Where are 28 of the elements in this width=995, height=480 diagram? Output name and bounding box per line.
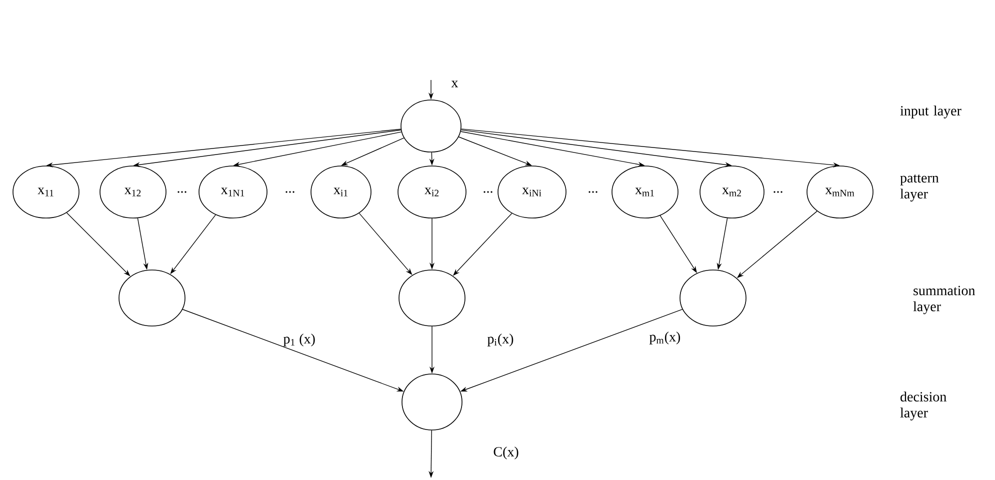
edge-label: x xyxy=(451,80,458,88)
edge-label: p$_{i}$(x) xyxy=(487,334,514,346)
pattern-node: x$_{iNi}$ xyxy=(498,166,566,218)
ellipsis: ... xyxy=(286,191,294,193)
pattern-node: x$_{12}$ xyxy=(100,166,166,218)
edge-label: C(x) xyxy=(494,446,518,460)
empty-circle xyxy=(400,100,462,152)
pattern-node: x$_{mNm}$ xyxy=(806,166,874,218)
layer-label: input layer xyxy=(900,106,962,118)
edge-label: p$_{1}$ (x) xyxy=(283,334,315,346)
ellipsis: ... xyxy=(588,191,598,193)
pattern-node: x$_{11}$ xyxy=(12,166,80,218)
empty-circle xyxy=(398,270,466,326)
empty-circle xyxy=(402,374,462,430)
ellipsis: ... xyxy=(774,191,782,193)
pattern-node: x$_{i2}$ xyxy=(398,166,466,218)
empty-circle xyxy=(118,270,186,326)
layer-label: decision layer xyxy=(900,392,946,420)
layer-label: summation layer xyxy=(913,286,976,314)
pattern-node: x$_{1N1}$ xyxy=(198,166,268,218)
empty-circle xyxy=(680,270,746,326)
pattern-node: x$_{m2}$ xyxy=(700,166,764,218)
layer-label: pattern layer xyxy=(900,174,939,202)
pattern-node: x$_{i1}$ xyxy=(310,166,372,218)
pattern-node: x$_{m1}$ xyxy=(612,166,678,218)
ellipsis: ... xyxy=(178,191,186,193)
edge-label: p$_{m}$(x) xyxy=(649,332,680,344)
ellipsis: ... xyxy=(484,191,492,193)
